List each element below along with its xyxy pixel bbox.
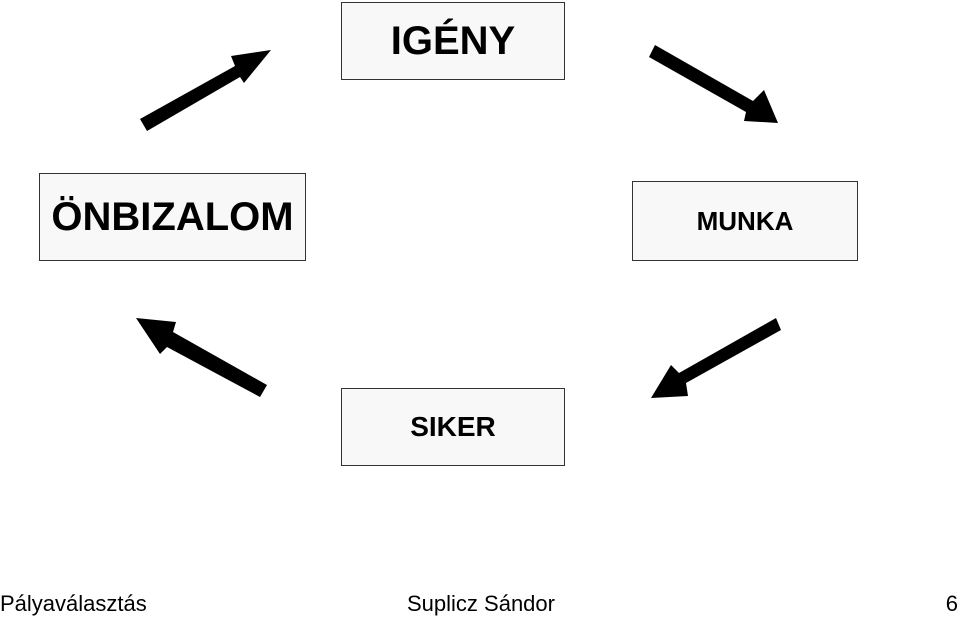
box-igeny-label: IGÉNY [390,19,516,63]
box-onbizalom-label: ÖNBIZALOM [51,195,294,239]
box-munka: MUNKA [632,181,858,261]
footer-title: Pályaválasztás [0,591,147,616]
arrow-munka-to-siker [651,318,781,398]
arrow-siker-to-onbizalom [136,318,267,397]
arrow-igeny-to-munka [649,45,778,123]
box-siker: SIKER [341,388,565,466]
box-siker-label: SIKER [410,411,496,442]
box-onbizalom: ÖNBIZALOM [39,173,306,261]
box-igeny: IGÉNY [341,2,565,80]
footer-author: Suplicz Sándor [407,591,555,616]
footer-page-number: 6 [945,591,958,616]
box-munka-label: MUNKA [696,206,794,236]
arrow-onbizalom-to-igeny [140,50,271,131]
